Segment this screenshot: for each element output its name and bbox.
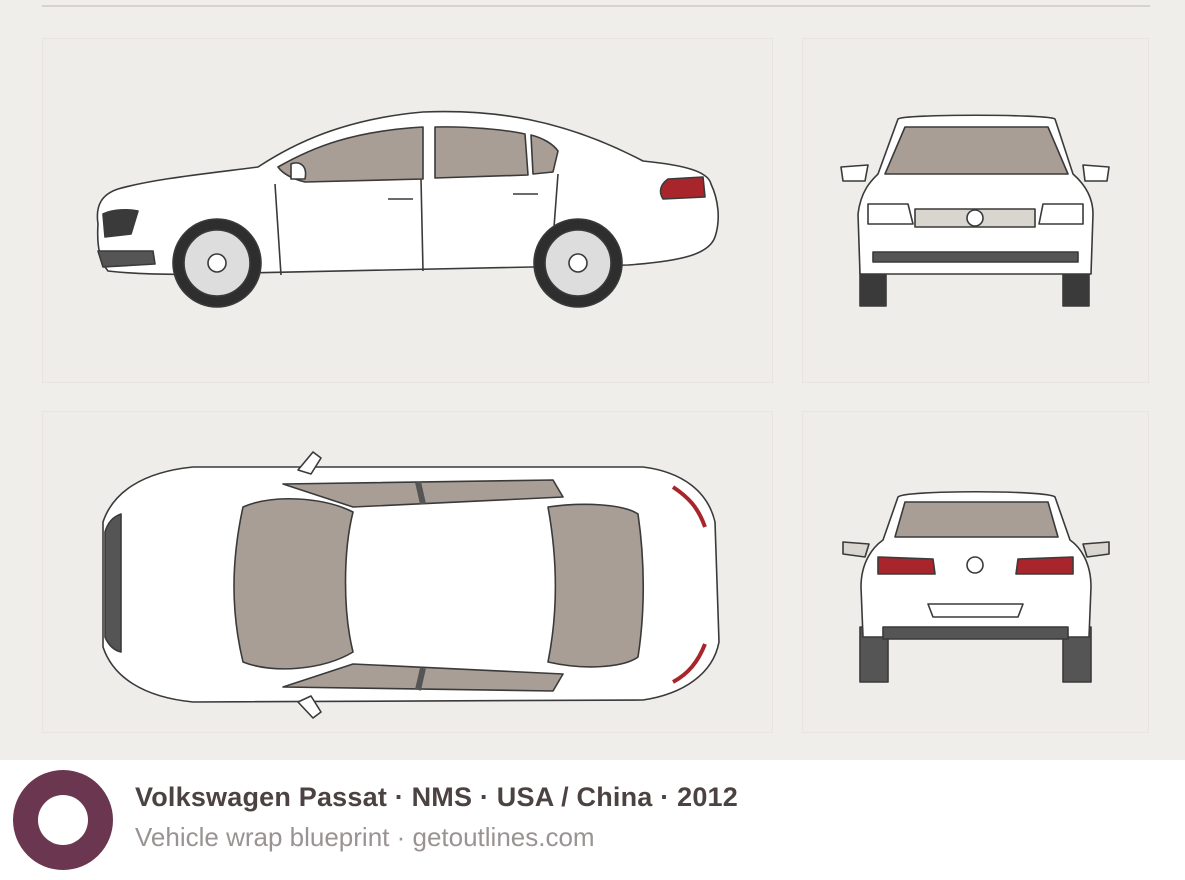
- pin-footer: Volkswagen Passat · NMS · USA / China · …: [0, 760, 1185, 880]
- pin-subtitle: Vehicle wrap blueprint · getoutlines.com: [135, 822, 595, 852]
- car-top-icon: [102, 451, 720, 719]
- top-view-panel: [42, 411, 773, 733]
- car-front-icon: [840, 114, 1110, 307]
- side-view-panel: [42, 38, 773, 383]
- avatar[interactable]: [13, 770, 113, 870]
- pin-title[interactable]: Volkswagen Passat · NMS · USA / China · …: [135, 782, 738, 812]
- divider: [42, 5, 1150, 7]
- blueprint-image[interactable]: [0, 0, 1185, 760]
- rear-view-panel: [802, 411, 1149, 733]
- car-rear-icon: [842, 490, 1110, 683]
- car-side-icon: [96, 110, 720, 308]
- front-view-panel: [802, 38, 1149, 383]
